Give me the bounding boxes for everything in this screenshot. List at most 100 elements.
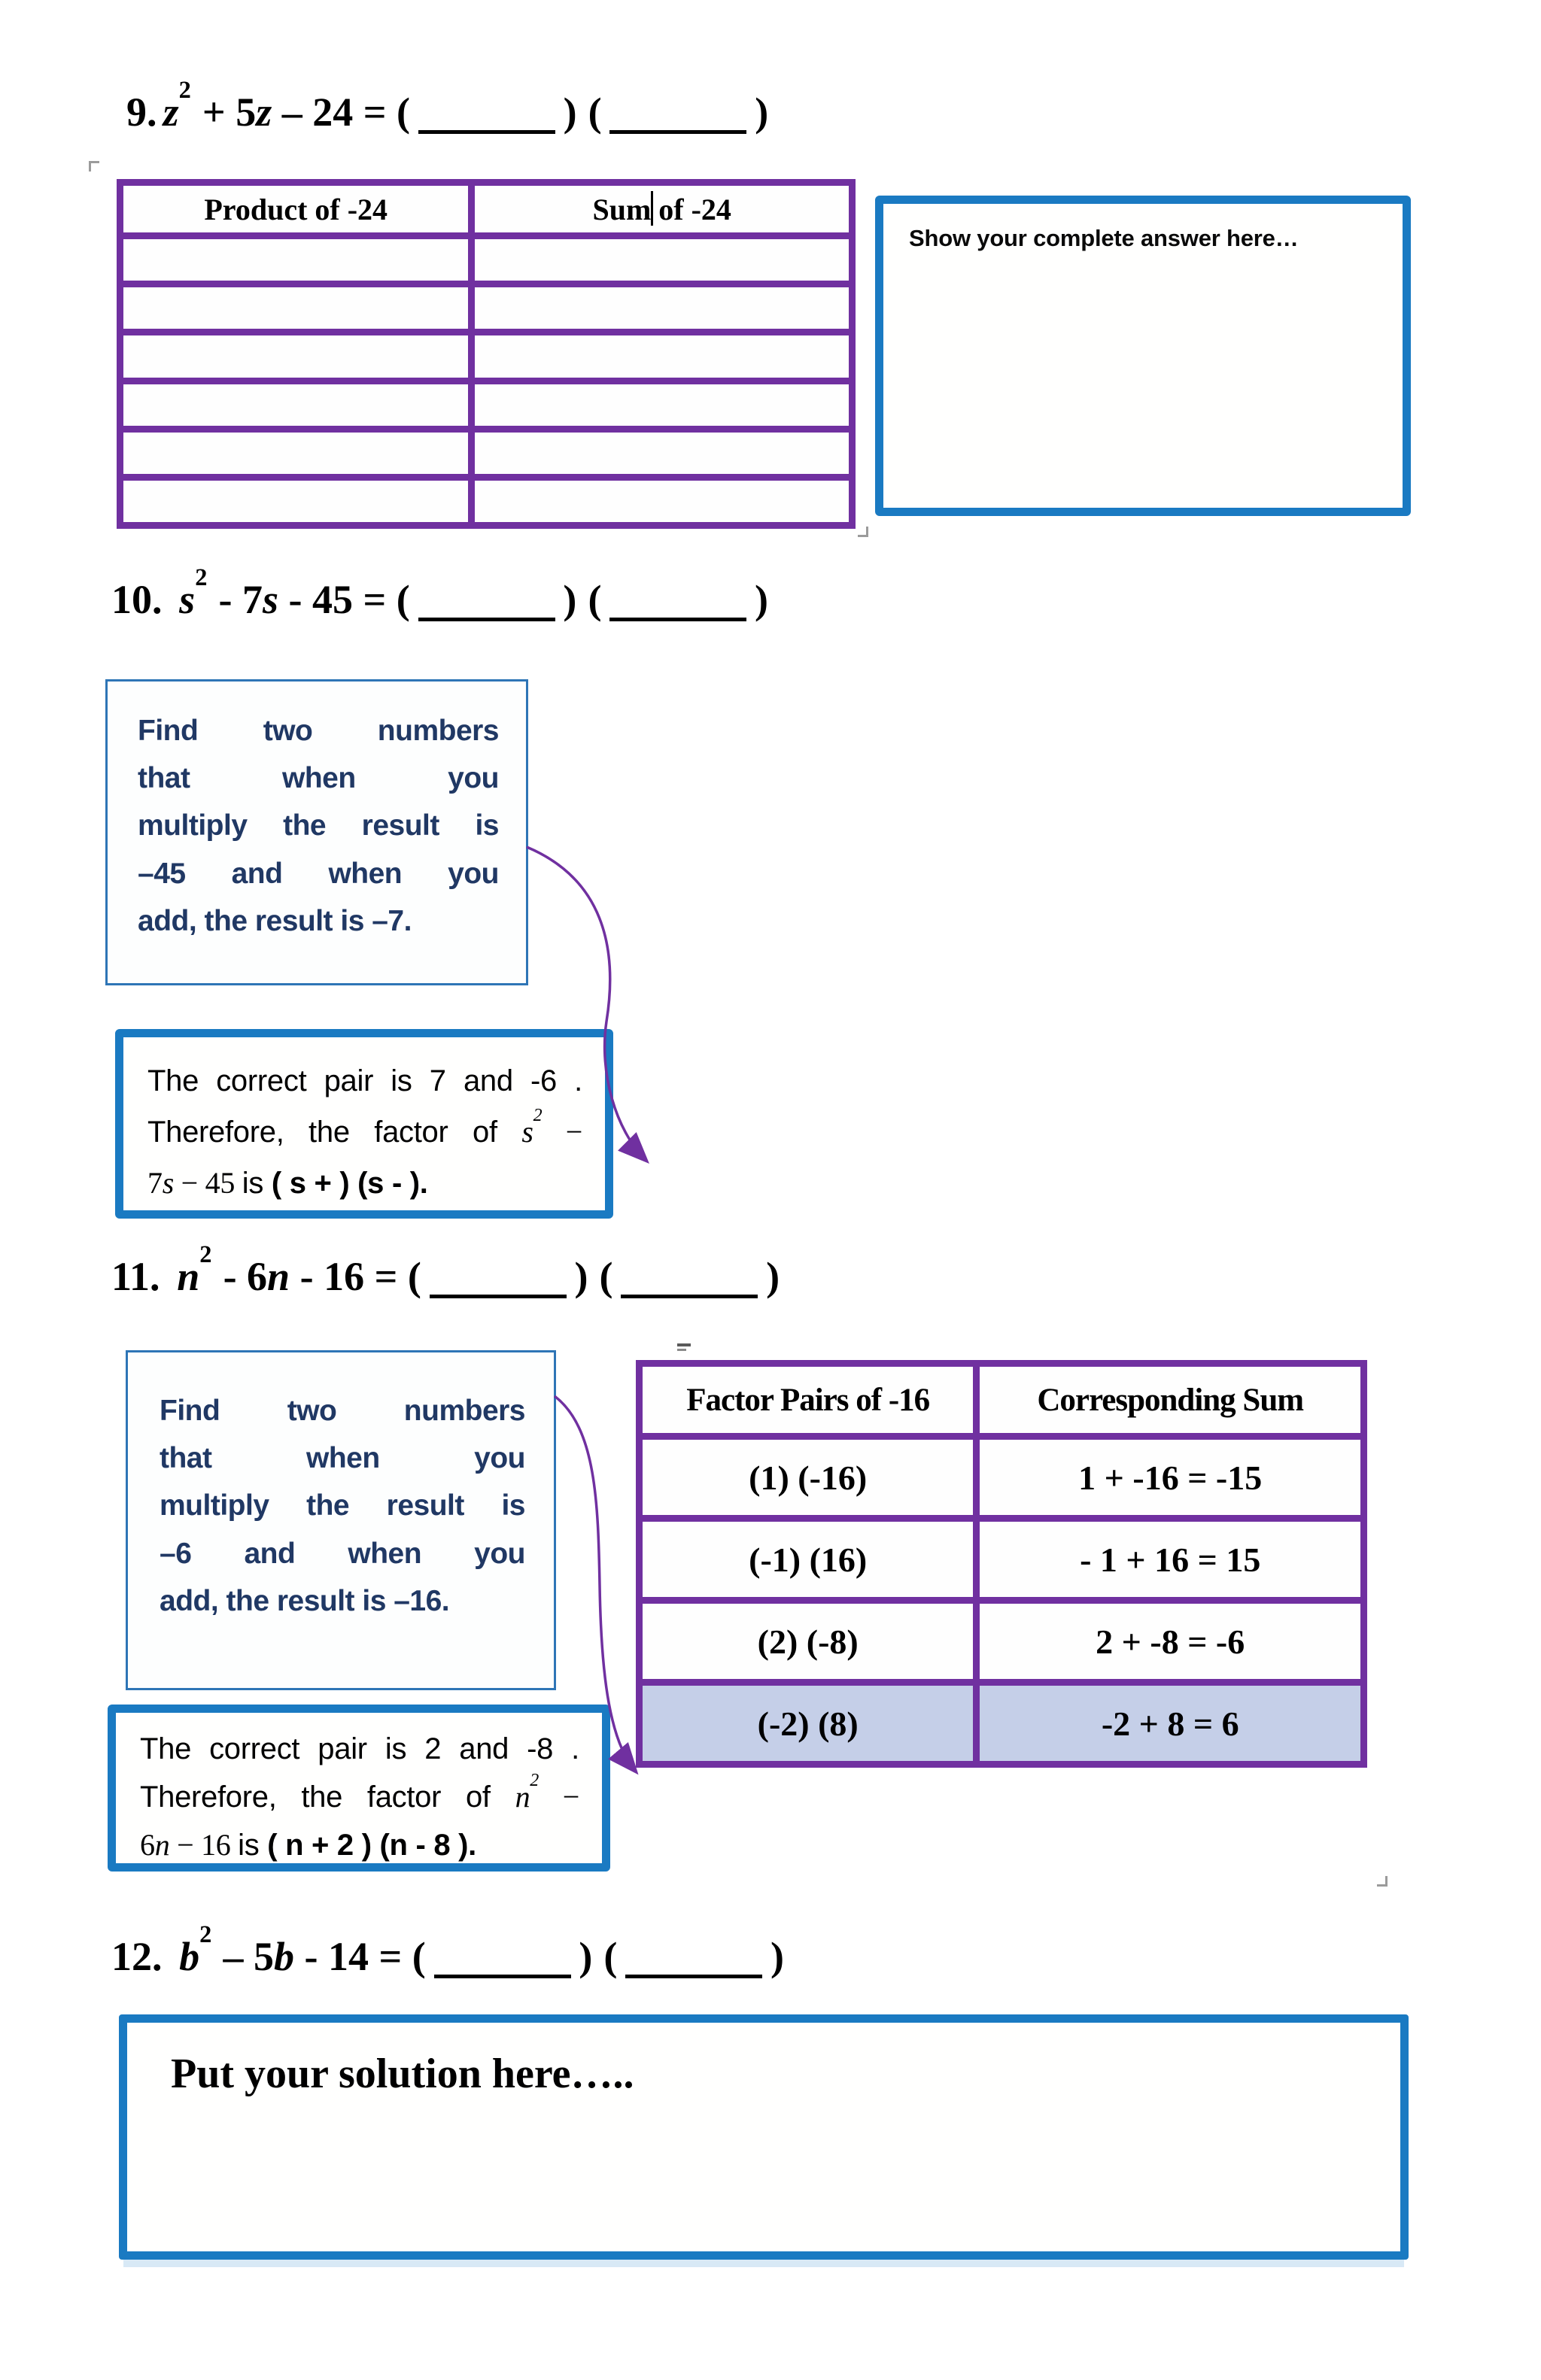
table-cell-empty[interactable]	[475, 480, 849, 522]
expression-part: + 5	[192, 90, 257, 135]
variable: s	[179, 577, 196, 622]
table-cell-empty[interactable]	[123, 384, 469, 426]
paren-close: )	[770, 1934, 784, 1979]
expression-part: - 7	[208, 577, 263, 622]
expression-part: - 14 =	[293, 1934, 412, 1979]
explanation-box-16: The correct pair is 2 and -8 . Therefore…	[108, 1705, 610, 1872]
math-exponent: 2	[530, 1771, 539, 1791]
exponent: 2	[199, 1921, 212, 1949]
explanation-line: The correct pair is 7 and -6 .	[147, 1064, 582, 1097]
hint-line: that when you	[160, 1442, 526, 1475]
column-header-product: Product of -24	[123, 186, 469, 232]
factor-pair-cell-highlighted: (-2) (8)	[643, 1686, 974, 1761]
paren-open: (	[397, 90, 410, 135]
variable: n	[267, 1254, 290, 1299]
table-cell-empty[interactable]	[123, 335, 469, 378]
paren-close: )	[579, 1934, 593, 1979]
answer-blank[interactable]	[429, 1294, 567, 1298]
solution-box[interactable]: Put your solution here…..	[119, 2014, 1409, 2260]
sum-cell: 1 + -16 = -15	[980, 1440, 1360, 1515]
answer-blank[interactable]	[418, 617, 555, 621]
table-resize-handle[interactable]	[858, 527, 868, 537]
sum-cell: - 1 + 16 = 15	[980, 1522, 1360, 1597]
math-variable: n	[154, 1828, 170, 1862]
answer-blank[interactable]	[609, 129, 747, 134]
hint-line: that when you	[138, 762, 500, 795]
sum-cell: 2 + -8 = -6	[980, 1604, 1360, 1679]
factor-pair-cell: (-1) (16)	[643, 1522, 974, 1597]
math-variable: n	[515, 1780, 530, 1814]
hint-box-45: Find two numbers that when you multiply …	[105, 679, 528, 985]
table-cell-empty[interactable]	[123, 480, 469, 522]
factor-pairs-table: Factor Pairs of -16 Corresponding Sum (1…	[636, 1360, 1367, 1768]
variable: n	[177, 1254, 200, 1299]
column-header-label: Factor Pairs of -16	[686, 1382, 930, 1418]
table-cell-empty[interactable]	[475, 239, 849, 281]
explanation-line: Therefore, the factor of s2 −	[147, 1106, 582, 1149]
complete-answer-box[interactable]: Show your complete answer here…	[875, 196, 1411, 516]
hint-line: add, the result is –16.	[160, 1584, 450, 1617]
expression-part: - 45 =	[278, 577, 397, 622]
problem-11-equation: 11.n2 - 6n - 16 = ()()	[111, 1241, 780, 1300]
variable: b	[179, 1934, 200, 1979]
paren-close: )	[574, 1254, 588, 1299]
factored-form: ( s + ) (s - ).	[271, 1167, 428, 1200]
variable: b	[273, 1934, 294, 1979]
math-variable: s	[162, 1166, 175, 1200]
table-cell-empty[interactable]	[475, 287, 849, 329]
anchor-mark	[677, 1343, 692, 1354]
sum-cell-highlighted: -2 + 8 = 6	[980, 1686, 1360, 1761]
table-move-handle[interactable]	[89, 161, 99, 172]
paren-close: )	[755, 577, 768, 622]
expression-part: – 5	[212, 1934, 274, 1979]
column-header-sum: Sum of -24	[475, 186, 849, 232]
expression-part: - 16 =	[290, 1254, 408, 1299]
paren-open: (	[396, 577, 410, 622]
hint-box-16: Find two numbers that when you multiply …	[126, 1350, 556, 1690]
problem-number: 10.	[111, 577, 163, 622]
factored-form: ( n + 2 ) (n - 8 ).	[267, 1829, 476, 1862]
explanation-box-45: The correct pair is 7 and -6 . Therefore…	[115, 1029, 613, 1219]
table-cell-empty[interactable]	[475, 335, 849, 378]
solution-box-label: Put your solution here…..	[171, 2051, 634, 2097]
hint-line: multiply the result is	[160, 1489, 526, 1522]
table-cell-empty[interactable]	[123, 287, 469, 329]
expression-part: – 24 =	[272, 90, 397, 135]
column-header-label: Product of -24	[204, 192, 388, 226]
table-cell-empty[interactable]	[123, 432, 469, 474]
answer-blank[interactable]	[621, 1294, 758, 1298]
paren-open: (	[588, 90, 602, 135]
factor-pair-cell: (1) (-16)	[643, 1440, 974, 1515]
answer-blank[interactable]	[625, 1974, 763, 1978]
paren-close: )	[766, 1254, 780, 1299]
text-cursor	[651, 191, 654, 226]
answer-blank[interactable]	[433, 1974, 571, 1978]
table-cell-empty[interactable]	[123, 239, 469, 281]
problem-number: 11.	[111, 1254, 160, 1299]
paren-close: )	[563, 90, 577, 135]
answer-box-label: Show your complete answer here…	[909, 225, 1299, 251]
exponent: 2	[195, 564, 208, 592]
table-resize-handle[interactable]	[1377, 1876, 1388, 1887]
hint-line: –6 and when you	[160, 1537, 526, 1570]
product-sum-table: Product of -24 Sum of -24	[117, 179, 856, 529]
problem-number: 9.	[126, 90, 157, 135]
answer-blank[interactable]	[418, 129, 555, 134]
paren-open: (	[603, 1934, 618, 1979]
exponent: 2	[178, 77, 191, 105]
table-cell-empty[interactable]	[475, 384, 849, 426]
expression-part: - 6	[213, 1254, 268, 1299]
column-header-pairs: Factor Pairs of -16	[643, 1367, 974, 1433]
table-cell-empty[interactable]	[475, 432, 849, 474]
factor-pair-cell: (2) (-8)	[643, 1604, 974, 1679]
problem-12-equation: 12.b2 – 5b - 14 = ()()	[111, 1921, 784, 1980]
variable: z	[256, 90, 272, 135]
answer-blank[interactable]	[609, 617, 747, 621]
explanation-line: Therefore, the factor of n2 −	[140, 1771, 579, 1814]
column-header-label: Corresponding Sum	[1037, 1382, 1304, 1418]
problem-9-equation: 9.z2 + 5z – 24 = ()()	[126, 77, 768, 135]
hint-line: Find two numbers	[138, 715, 500, 747]
explanation-line: 6n − 16 is ( n + 2 ) (n - 8 ).	[140, 1828, 476, 1862]
column-header-sums: Corresponding Sum	[980, 1367, 1360, 1433]
